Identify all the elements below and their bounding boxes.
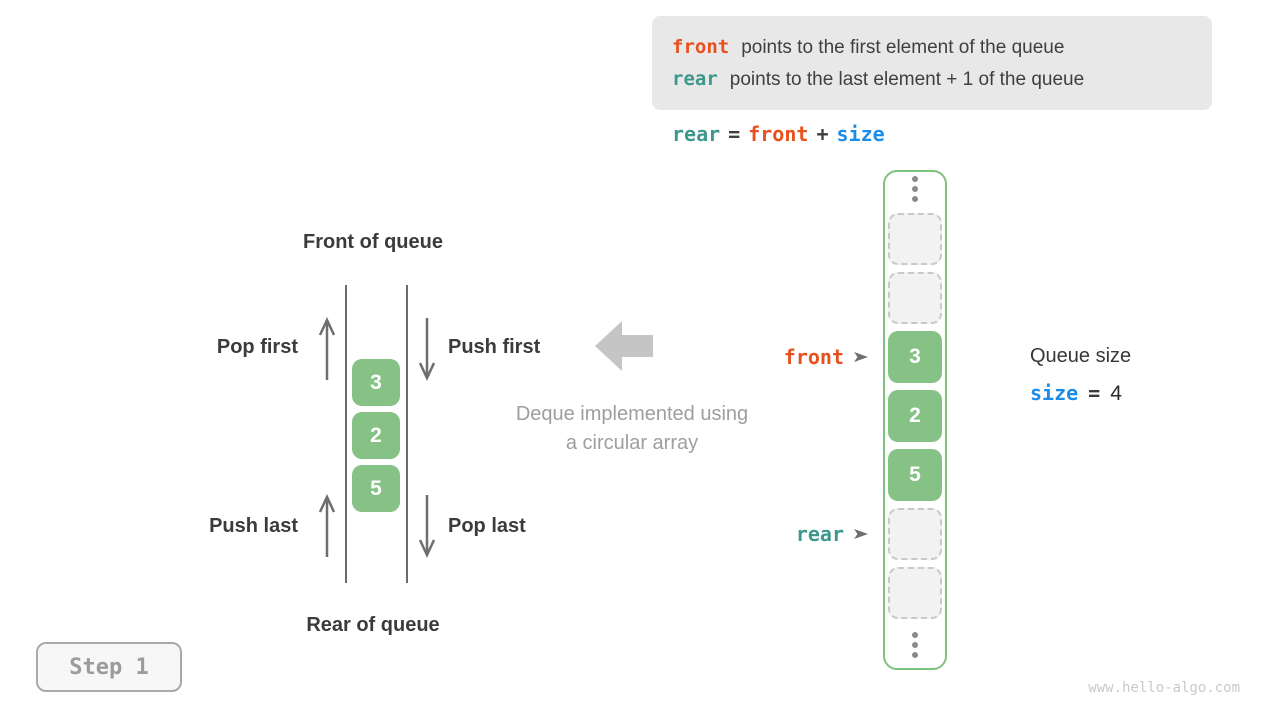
array-cell-value: 3 bbox=[909, 345, 921, 368]
pop-first-label: Pop first bbox=[216, 336, 298, 358]
front-of-queue-label: Front of queue bbox=[303, 231, 443, 253]
rear-pointer: rear bbox=[720, 522, 870, 546]
rear-pointer-arrow-icon bbox=[854, 529, 868, 539]
rear-pointer-label: rear bbox=[795, 522, 844, 546]
pop-first-up-arrow-icon bbox=[318, 317, 336, 380]
array-filled-cell: 3 bbox=[888, 331, 942, 383]
array-empty-cell bbox=[888, 272, 942, 324]
push-first-label: Push first bbox=[448, 336, 541, 358]
diagram-caption: Deque implemented using a circular array bbox=[492, 400, 772, 458]
left-cell-value: 3 bbox=[370, 370, 382, 394]
size-value: 4 bbox=[1110, 382, 1122, 405]
queue-size-value-line: size = 4 bbox=[1030, 381, 1122, 406]
left-cell-value: 2 bbox=[370, 423, 382, 447]
caption-line-2: a circular array bbox=[565, 432, 699, 454]
array-cell-value: 2 bbox=[909, 404, 921, 427]
size-equals: = bbox=[1088, 381, 1101, 405]
array-filled-cell: 5 bbox=[888, 449, 942, 501]
pointer-explanation-box: front points to the first element of the… bbox=[652, 16, 1212, 110]
left-cell-value: 5 bbox=[370, 476, 382, 500]
equation-front: front bbox=[748, 122, 809, 146]
equation-equals: = bbox=[728, 122, 741, 146]
push-first-down-arrow-icon bbox=[418, 318, 436, 381]
push-last-label: Push last bbox=[209, 515, 298, 537]
queue-size-title: Queue size bbox=[1030, 345, 1132, 367]
equation-size: size bbox=[836, 122, 885, 146]
array-filled-cell: 2 bbox=[888, 390, 942, 442]
rear-keyword: rear bbox=[672, 67, 718, 90]
ellipsis-bottom-icon bbox=[912, 632, 918, 658]
ellipsis-top-icon bbox=[912, 176, 918, 202]
caption-line-1: Deque implemented using bbox=[515, 403, 749, 425]
rear-explanation-line: rear points to the last element + 1 of t… bbox=[672, 68, 1212, 91]
front-explanation-line: front points to the first element of the… bbox=[672, 36, 1212, 59]
rear-explanation-text: points to the last element + 1 of the qu… bbox=[729, 68, 1085, 90]
front-pointer-arrow-icon bbox=[854, 352, 868, 362]
step-badge: Step 1 bbox=[36, 642, 182, 692]
front-pointer: front bbox=[720, 345, 870, 369]
array-empty-cell bbox=[888, 508, 942, 560]
front-pointer-label: front bbox=[783, 345, 844, 369]
channel-left-line bbox=[345, 285, 347, 583]
step-label: Step 1 bbox=[69, 654, 149, 680]
pop-last-down-arrow-icon bbox=[418, 495, 436, 558]
left-stack-cell: 2 bbox=[352, 412, 400, 459]
array-empty-cell bbox=[888, 567, 942, 619]
left-stack-cell: 3 bbox=[352, 359, 400, 406]
size-keyword: size bbox=[1030, 381, 1079, 405]
watermark: www.hello-algo.com bbox=[1088, 680, 1240, 696]
array-empty-cell bbox=[888, 213, 942, 265]
rear-of-queue-label: Rear of queue bbox=[306, 614, 440, 636]
pop-last-label: Pop last bbox=[448, 515, 526, 537]
channel-right-line bbox=[406, 285, 408, 583]
rear-equation: rear = front + size bbox=[672, 122, 885, 146]
circular-array-frame bbox=[883, 170, 947, 670]
front-explanation-text: points to the first element of the queue bbox=[741, 36, 1065, 58]
left-stack-cell: 5 bbox=[352, 465, 400, 512]
push-last-up-arrow-icon bbox=[318, 494, 336, 557]
front-keyword: front bbox=[672, 35, 730, 58]
equation-plus: + bbox=[816, 122, 829, 146]
array-cell-value: 5 bbox=[909, 463, 921, 486]
big-left-arrow-icon bbox=[595, 321, 653, 371]
equation-rear: rear bbox=[672, 122, 721, 146]
